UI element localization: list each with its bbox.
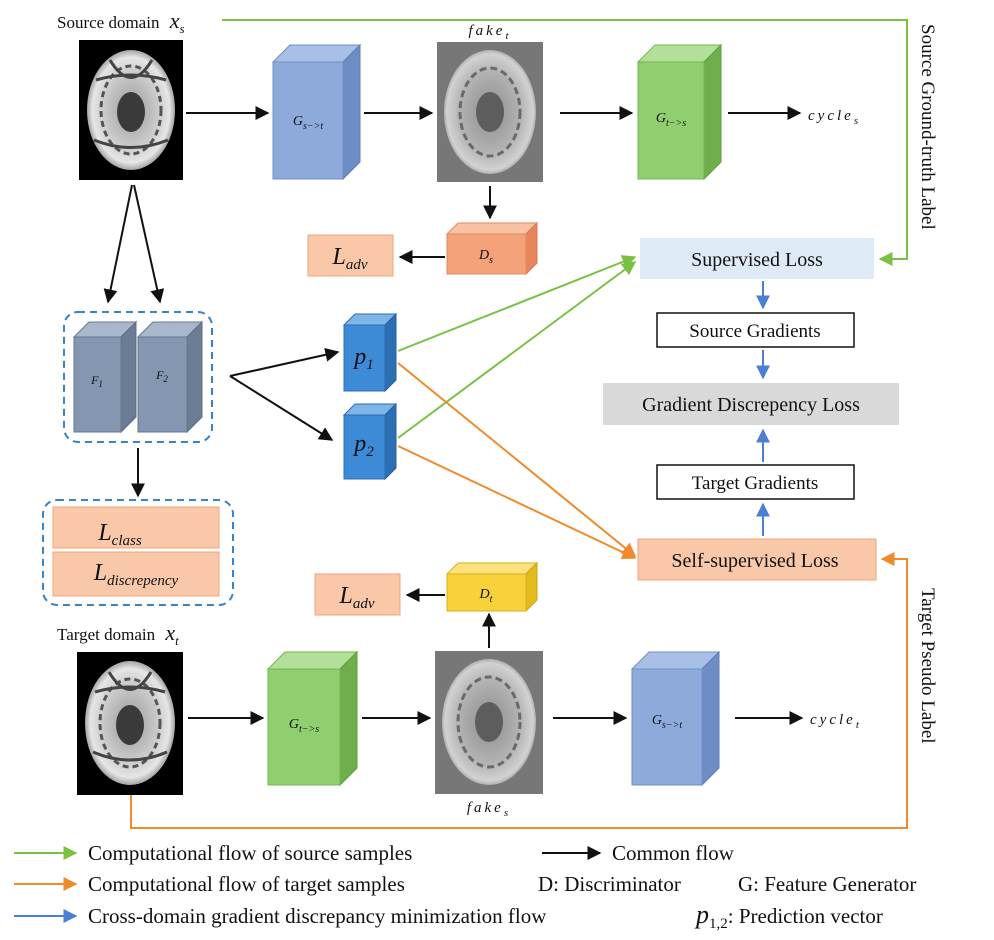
generator-s-to-t-source: Gs−>t xyxy=(271,43,362,181)
discriminator-s: Ds xyxy=(445,221,539,276)
svg-text:Source Gradients: Source Gradients xyxy=(689,321,820,342)
orange-arrow-p1-self xyxy=(397,362,637,557)
orange-arrow-p2-self xyxy=(397,445,637,559)
fake-s-image xyxy=(435,651,543,794)
legend: Computational flow of source samples Com… xyxy=(14,841,916,932)
loss-class: Lclass xyxy=(52,506,220,549)
generator-t-to-s-target: Gt−>s xyxy=(266,650,359,787)
svg-text:F2: F2 xyxy=(155,368,168,384)
arrow-f-to-p2 xyxy=(229,375,334,441)
svg-text:p1: p1 xyxy=(352,344,374,373)
feature-f2: F2 xyxy=(136,320,204,434)
classifier-loss-group xyxy=(42,499,234,606)
source-gradients-box: Source Gradients xyxy=(656,312,855,348)
source-gt-label: Source Ground-truth Label xyxy=(917,24,938,230)
feature-f1: F1 xyxy=(72,320,138,434)
svg-text:Gt−>s: Gt−>s xyxy=(289,717,319,735)
fake-t-label: faket xyxy=(468,23,511,42)
svg-text:p2: p2 xyxy=(352,431,374,460)
prediction-p1: p1 xyxy=(342,312,398,393)
fake-t-image xyxy=(437,42,543,182)
supervised-loss-box: Supervised Loss xyxy=(640,238,874,279)
svg-text:Gs−>t: Gs−>t xyxy=(652,713,683,731)
green-arrow-p2-supervised xyxy=(397,261,637,439)
svg-text:Lclass: Lclass xyxy=(97,520,142,549)
target-domain-label: Target domain xt xyxy=(57,620,179,648)
source-brain-image xyxy=(79,40,183,180)
source-domain-label: Source domain xs xyxy=(57,8,185,36)
cycle-t-label: cyclet xyxy=(810,712,862,731)
feature-extractor-group xyxy=(63,311,213,443)
svg-text:Ladv: Ladv xyxy=(331,244,367,273)
svg-text:Gradient Discrepency Loss: Gradient Discrepency Loss xyxy=(642,394,860,416)
legend-black-text: Common flow xyxy=(612,841,735,865)
loss-adv-target: Ladv xyxy=(314,573,401,616)
svg-text:Self-supervised Loss: Self-supervised Loss xyxy=(671,550,838,572)
svg-text:Target Gradients: Target Gradients xyxy=(692,473,819,494)
svg-text:Ldiscrepency: Ldiscrepency xyxy=(93,560,179,589)
legend-blue-text: Cross-domain gradient discrepancy minimi… xyxy=(88,904,547,928)
generator-s-to-t-target: Gs−>t xyxy=(630,650,721,787)
arrow-f-to-p1 xyxy=(229,347,340,377)
legend-orange-text: Computational flow of target samples xyxy=(88,872,405,896)
prediction-p2: p2 xyxy=(342,402,398,481)
svg-text:Gt−>s: Gt−>s xyxy=(656,111,686,129)
svg-text:F1: F1 xyxy=(90,373,103,389)
green-path-source-gt xyxy=(222,19,908,266)
cycle-s-label: cycles xyxy=(808,108,861,127)
legend-disc-text: D: Discriminator xyxy=(538,872,681,896)
green-arrow-p1-supervised xyxy=(397,255,637,352)
orange-path-target-pseudo xyxy=(130,552,908,829)
arrow-source-to-f1 xyxy=(103,184,133,304)
svg-text:Ds: Ds xyxy=(478,248,493,266)
target-gradients-box: Target Gradients xyxy=(656,464,855,500)
self-supervised-loss-box: Self-supervised Loss xyxy=(637,538,877,581)
loss-discrepency: Ldiscrepency xyxy=(52,551,220,597)
legend-gen-text: G: Feature Generator xyxy=(738,872,916,896)
discriminator-t: Dt xyxy=(445,561,539,613)
target-pseudo-label: Target Pseudo Label xyxy=(917,588,938,744)
loss-adv-source: Ladv xyxy=(307,234,394,277)
svg-text:Gs−>t: Gs−>t xyxy=(293,114,324,132)
fake-s-label: fakes xyxy=(467,800,511,819)
generator-t-to-s-source: Gt−>s xyxy=(636,43,723,181)
legend-green-text: Computational flow of source samples xyxy=(88,841,412,865)
target-brain-image xyxy=(77,652,183,795)
legend-pred-text: p1,2: Prediction vector xyxy=(694,900,883,932)
svg-text:Supervised Loss: Supervised Loss xyxy=(691,249,823,271)
svg-text:Ladv: Ladv xyxy=(338,583,374,612)
gradient-discrepancy-loss-box: Gradient Discrepency Loss xyxy=(603,383,899,425)
arrow-source-to-f2 xyxy=(133,184,165,304)
svg-text:Dt: Dt xyxy=(479,587,493,605)
